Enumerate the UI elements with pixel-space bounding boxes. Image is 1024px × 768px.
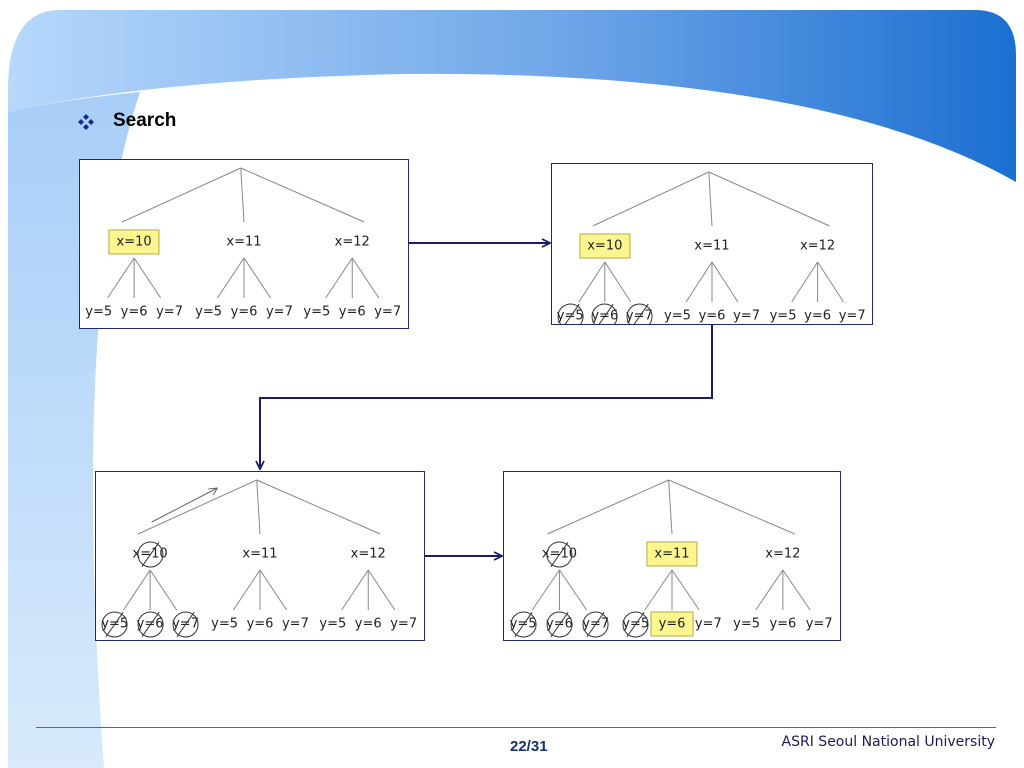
tree-leaf-y-7: y=7 [390, 616, 418, 632]
tree-edges [107, 167, 380, 299]
root-edge [708, 171, 830, 227]
tree-leaf-y-5: y=5 [733, 616, 761, 632]
tree-leaf-y-7: y=7 [374, 304, 402, 320]
tree-leaf-y-7: y=7 [838, 308, 866, 324]
four-diamond-bullet-icon [78, 114, 94, 130]
child-edge [233, 569, 261, 611]
tree-leaf-y-7: y=7 [281, 616, 309, 632]
child-edge [259, 569, 287, 611]
child-edge [107, 257, 135, 299]
root-edge [668, 479, 673, 535]
tree-leaf-y-6: y=6 [650, 611, 694, 637]
child-edge [559, 569, 588, 611]
tree-leaf-y-6: y=6 [698, 308, 726, 324]
tree-node-x-12: x=12 [800, 238, 836, 254]
root-edge [256, 479, 381, 535]
tree-leaf-y-6: y=6 [338, 304, 366, 320]
tree-leaf-y-6: y=6 [120, 304, 148, 320]
tree-edges [578, 171, 844, 303]
tree-leaf-y-5: y=5 [769, 308, 797, 324]
child-edge [644, 569, 673, 611]
tree-leaf-y-5: y=5 [319, 616, 347, 632]
tree-node-x-10: x=10 [108, 229, 160, 255]
child-edge [341, 569, 369, 611]
root-edge [592, 171, 710, 227]
tree-node-x-10: x=10 [579, 233, 631, 259]
child-edge [671, 569, 700, 611]
child-edge [578, 261, 606, 303]
tree-leaf-y-6: y=6 [246, 616, 274, 632]
tree-leaf-y-7: y=7 [172, 616, 199, 632]
tree-panel-step-3: x=10 x=11 x=12 y=5 y=6 y=7 y=5 y=6 y=7 y=5 y=6 y=7 [95, 471, 425, 641]
tree-node-x-11: x=11 [694, 238, 730, 254]
child-edge [711, 261, 739, 303]
tree-leaf-y-6: y=6 [354, 616, 382, 632]
tree-node-x-11: x=11 [242, 546, 278, 562]
tree-panel-step-2: x=10 x=11 x=12 y=5 y=6 y=7 y=5 y=6 y=7 y=5 y=6 y=7 [551, 163, 873, 325]
child-edge [367, 569, 396, 611]
tree-node-x-11: x=11 [226, 234, 262, 250]
child-edge [531, 569, 560, 611]
tree-edges [531, 479, 811, 611]
tree-node-x-12: x=12 [765, 546, 801, 562]
root-edge [256, 479, 261, 535]
tree-leaf-y-7: y=7 [694, 616, 722, 632]
tree-leaf-y-5: y=5 [622, 616, 650, 632]
root-edge [137, 479, 257, 535]
tree-node-x-10: x=10 [132, 546, 168, 562]
child-edge [755, 569, 784, 611]
root-edge [668, 479, 796, 535]
child-edge [217, 257, 245, 299]
tree-leaf-y-5: y=5 [211, 616, 238, 632]
tree-node-x-12: x=12 [350, 546, 386, 562]
child-edge [325, 257, 353, 299]
child-edge [782, 569, 811, 611]
tree-leaf-y-5: y=5 [85, 304, 113, 320]
tree-leaf-y-7: y=7 [733, 308, 760, 324]
child-edge [817, 261, 844, 303]
tree-leaf-y-5: y=5 [195, 304, 222, 320]
child-edge [243, 257, 271, 299]
tree-leaf-y-6: y=6 [769, 616, 797, 632]
tree-leaf-y-6: y=6 [230, 304, 258, 320]
slide-title: Search [113, 110, 177, 131]
page-number: 22/31 [510, 738, 548, 755]
tree-leaf-y-7: y=7 [625, 308, 653, 324]
tree-leaf-y-5: y=5 [556, 308, 584, 324]
child-edge [123, 569, 151, 611]
root-edge [121, 167, 241, 223]
root-edge [708, 171, 713, 227]
tree-node-x-12: x=12 [334, 234, 370, 250]
footer-divider [36, 727, 996, 728]
tree-leaf-y-7: y=7 [156, 304, 183, 320]
tree-leaf-y-5: y=5 [509, 616, 537, 632]
child-edge [604, 261, 632, 303]
tree-leaf-y-7: y=7 [805, 616, 833, 632]
child-edge [685, 261, 713, 303]
root-edge [547, 479, 669, 535]
root-edge [240, 167, 245, 223]
arrow-up-right-icon [151, 487, 218, 523]
tree-leaf-y-5: y=5 [664, 308, 691, 324]
tree-leaf-y-7: y=7 [265, 304, 293, 320]
tree-leaf-y-7: y=7 [582, 616, 610, 632]
tree-edges [123, 479, 396, 611]
tree-leaf-y-6: y=6 [546, 616, 573, 632]
footer-organization: ASRI Seoul National University [781, 734, 995, 750]
child-edge [149, 569, 178, 611]
child-edge [351, 257, 380, 299]
child-edge [791, 261, 819, 303]
tree-leaf-y-6: y=6 [591, 308, 619, 324]
tree-leaf-y-5: y=5 [101, 616, 129, 632]
tree-leaf-y-6: y=6 [136, 616, 164, 632]
child-edge [133, 257, 162, 299]
tree-node-x-10: x=10 [541, 546, 578, 562]
root-edge [240, 167, 365, 223]
tree-leaf-y-5: y=5 [303, 304, 331, 320]
tree-panel-step-1: x=10 x=11 x=12 y=5 y=6 y=7 y=5 y=6 y=7 y=5 y=6 y=7 [79, 159, 409, 329]
tree-node-x-11: x=11 [646, 541, 698, 567]
tree-leaf-y-6: y=6 [804, 308, 832, 324]
